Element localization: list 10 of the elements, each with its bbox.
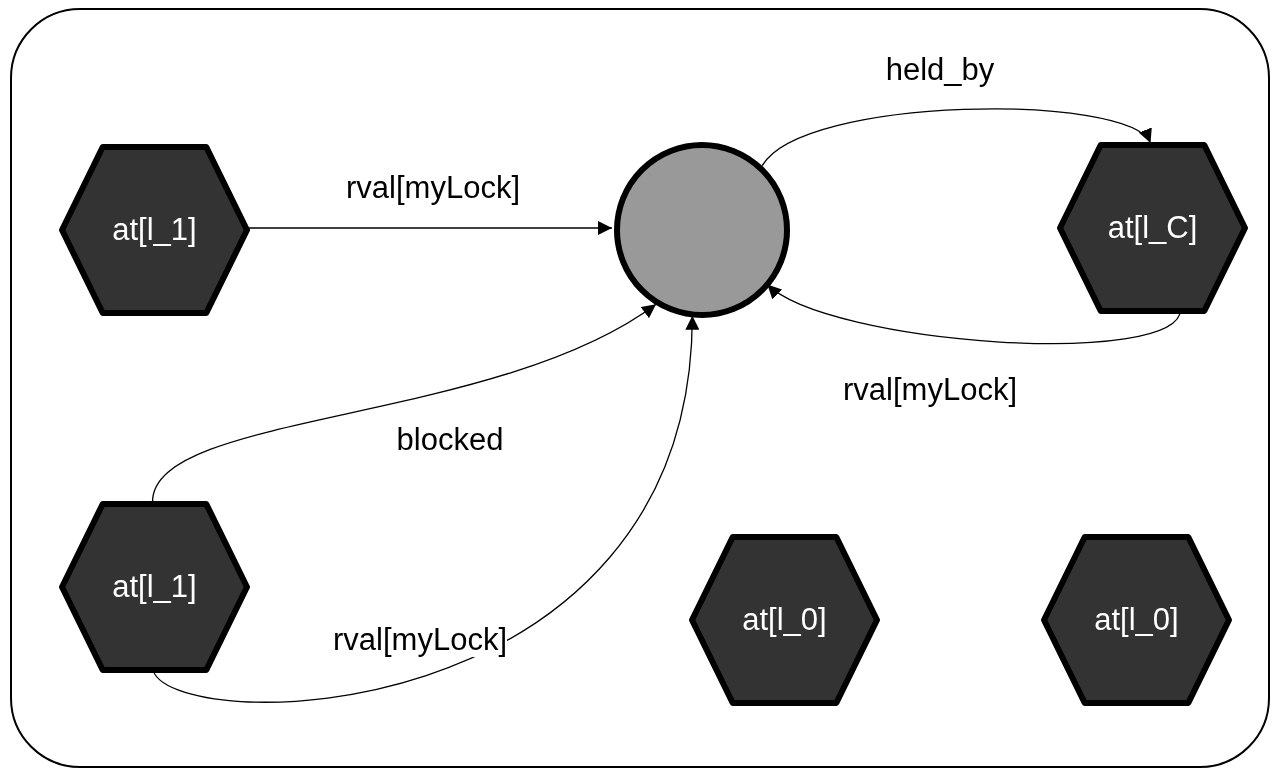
node-label: at[l_0] [1093,602,1180,638]
arrow [766,283,1182,345]
node-label: at[l_1] [111,569,198,605]
arrow [151,315,698,703]
arrow [761,108,1152,167]
node-label: at[l_0] [741,602,828,638]
arrow [151,303,657,503]
rounded-frame [10,8,1270,768]
node-label: at[l_1] [111,212,198,248]
node-label: at[l_C] [1106,210,1199,246]
